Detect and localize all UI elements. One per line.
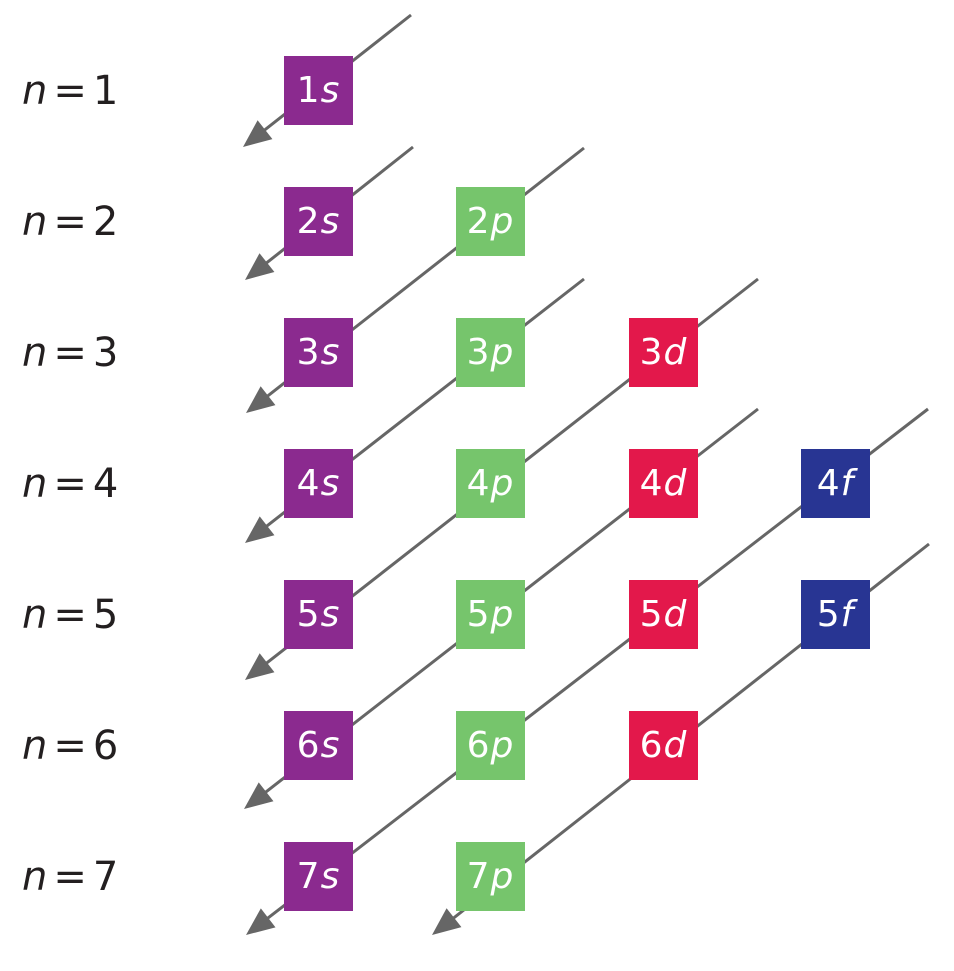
row-label-n5: n=5 — [22, 592, 119, 638]
arrowhead-icon — [432, 908, 462, 935]
arrowhead-icon — [245, 653, 275, 680]
row-label-n4: n=4 — [22, 461, 119, 507]
arrowhead-icon — [243, 120, 273, 147]
row-label-n6: n=6 — [22, 723, 119, 769]
arrowhead-icon — [245, 253, 275, 280]
arrowhead-icon — [246, 908, 276, 935]
arrowhead-icon — [245, 516, 275, 543]
row-label-n3: n=3 — [22, 330, 119, 376]
row-label-n7: n=7 — [22, 854, 119, 900]
row-label-n1: n=1 — [22, 68, 119, 114]
row-label-n2: n=2 — [22, 199, 119, 245]
arrowhead-icon — [246, 386, 276, 413]
arrowhead-icon — [244, 782, 274, 809]
